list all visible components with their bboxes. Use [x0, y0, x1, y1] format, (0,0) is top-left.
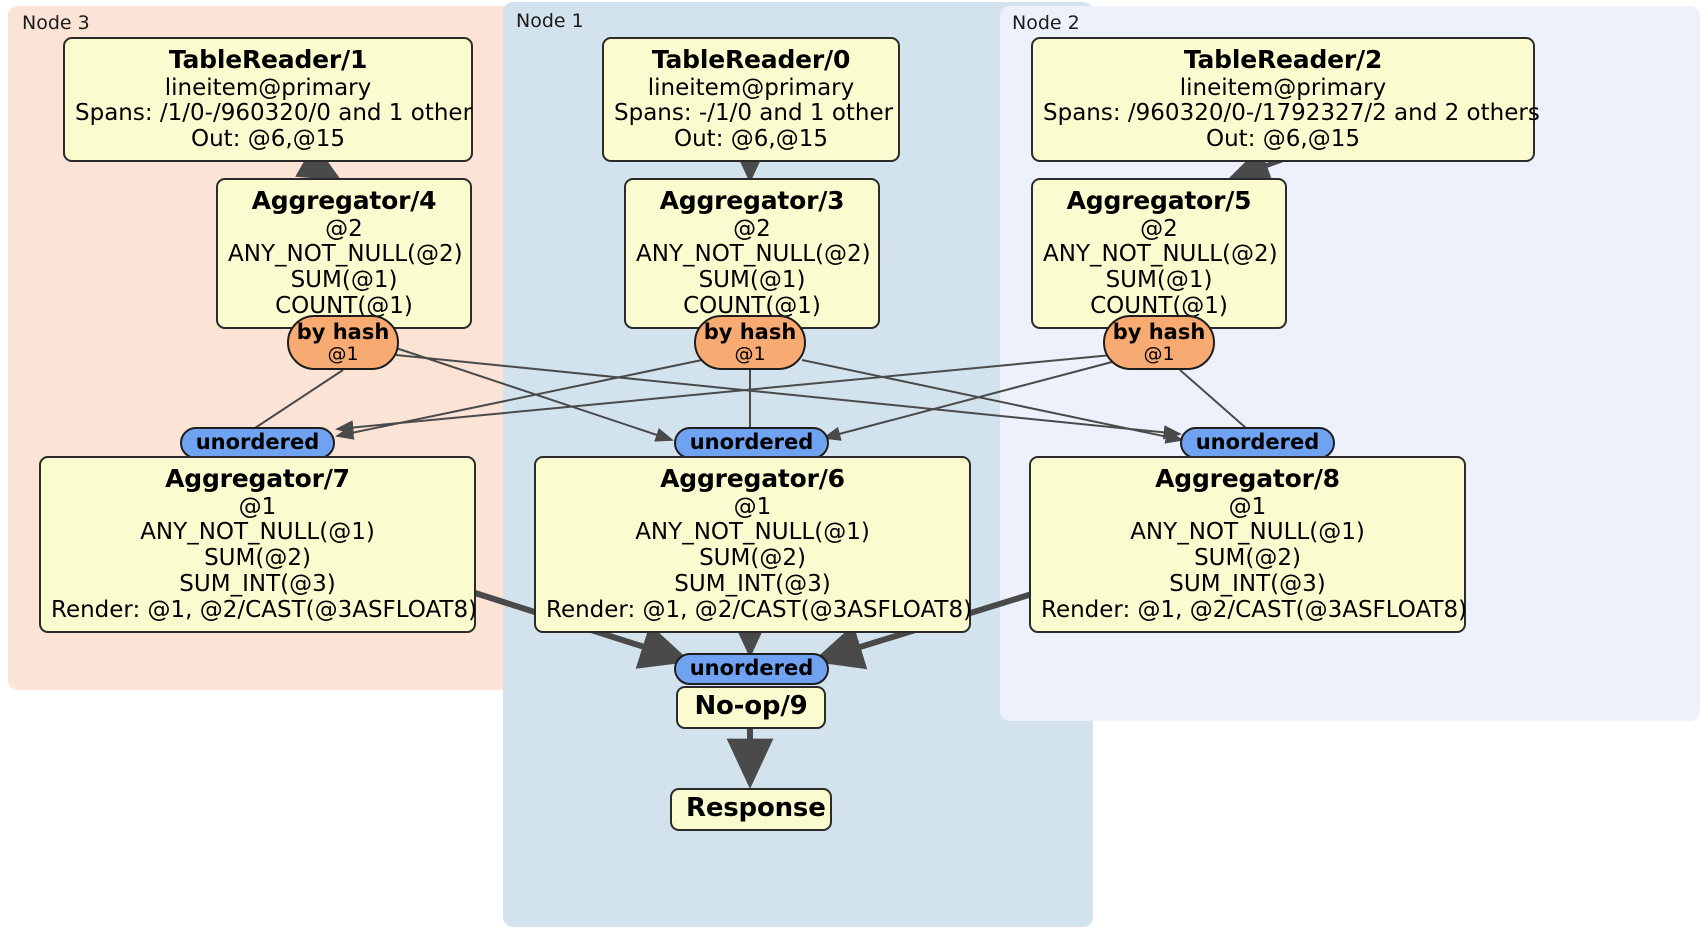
- node-label-node3: Node 3: [22, 12, 90, 34]
- processor-detail-agg1: ANY_NOT_NULL(@2): [228, 241, 463, 268]
- processor-detail-groupcols: @1: [238, 493, 277, 520]
- processor-detail-out: Out: @6,@15: [674, 126, 828, 153]
- node-label-node1: Node 1: [516, 10, 584, 32]
- processor-detail-spans: Spans: /960320/0-/1792327/2 and 2 others: [1043, 100, 1540, 127]
- processor-detail-groupcols: @2: [325, 215, 363, 242]
- node-label-node2: Node 2: [1012, 12, 1080, 34]
- router-title: by hash: [703, 320, 797, 344]
- processor-tablereader-2[interactable]: TableReader/2 lineitem@primary Spans: /9…: [1031, 37, 1540, 163]
- processor-title: Aggregator/7: [165, 464, 350, 493]
- router-by-hash-center[interactable]: by hash @1: [694, 315, 806, 370]
- processor-aggregator-8[interactable]: Aggregator/8 @1 ANY_NOT_NULL(@1) SUM(@2)…: [1029, 456, 1468, 634]
- processor-title: No-op/9: [694, 691, 808, 721]
- processor-title: Aggregator/8: [1155, 464, 1340, 493]
- processor-detail-render: Render: @1, @2/CAST(@3ASFLOAT8): [51, 597, 478, 624]
- processor-detail-agg1: ANY_NOT_NULL(@1): [635, 519, 870, 546]
- processor-title: Response: [686, 793, 826, 823]
- processor-title: TableReader/1: [168, 45, 368, 74]
- synchronizer-title: unordered: [689, 430, 814, 455]
- router-title: by hash: [296, 320, 390, 344]
- processor-detail-agg3: SUM_INT(@3): [1169, 571, 1326, 598]
- processor-detail-agg1: ANY_NOT_NULL(@1): [1130, 519, 1365, 546]
- processor-detail-groupcols: @2: [1140, 215, 1178, 242]
- processor-detail-agg3: SUM_INT(@3): [179, 571, 336, 598]
- processor-detail-table: lineitem@primary: [1179, 74, 1387, 101]
- processor-detail-agg2: SUM(@1): [1105, 267, 1213, 294]
- router-subtitle: @1: [1143, 343, 1175, 366]
- processor-detail-spans: Spans: -/1/0 and 1 other: [614, 100, 894, 127]
- router-subtitle: @1: [734, 343, 766, 366]
- router-title: by hash: [1112, 320, 1206, 344]
- processor-detail-agg1: ANY_NOT_NULL(@1): [140, 519, 375, 546]
- router-by-hash-left[interactable]: by hash @1: [287, 315, 399, 370]
- processor-detail-groupcols: @1: [1228, 493, 1267, 520]
- processor-detail-out: Out: @6,@15: [1206, 126, 1360, 153]
- processor-aggregator-5[interactable]: Aggregator/5 @2 ANY_NOT_NULL(@2) SUM(@1)…: [1031, 178, 1287, 330]
- processor-title: Aggregator/4: [251, 186, 437, 215]
- processor-aggregator-6[interactable]: Aggregator/6 @1 ANY_NOT_NULL(@1) SUM(@2)…: [534, 456, 973, 634]
- processor-title: TableReader/0: [651, 45, 851, 74]
- processor-detail-agg2: SUM(@1): [698, 267, 806, 294]
- processor-aggregator-3[interactable]: Aggregator/3 @2 ANY_NOT_NULL(@2) SUM(@1)…: [624, 178, 880, 330]
- processor-detail-render: Render: @1, @2/CAST(@3ASFLOAT8): [546, 597, 973, 624]
- processor-detail-groupcols: @2: [733, 215, 771, 242]
- processor-aggregator-4[interactable]: Aggregator/4 @2 ANY_NOT_NULL(@2) SUM(@1)…: [216, 178, 472, 330]
- processor-detail-agg1: ANY_NOT_NULL(@2): [636, 241, 871, 268]
- processor-title: TableReader/2: [1183, 45, 1383, 74]
- processor-tablereader-1[interactable]: TableReader/1 lineitem@primary Spans: /1…: [63, 37, 473, 163]
- processor-detail-agg2: SUM(@2): [699, 545, 806, 572]
- processor-response[interactable]: Response: [670, 788, 832, 831]
- processor-tablereader-0[interactable]: TableReader/0 lineitem@primary Spans: -/…: [602, 37, 900, 163]
- synchronizer-unordered-left[interactable]: unordered: [180, 427, 335, 459]
- processor-detail-agg1: ANY_NOT_NULL(@2): [1043, 241, 1278, 268]
- router-by-hash-right[interactable]: by hash @1: [1103, 315, 1215, 370]
- processor-aggregator-7[interactable]: Aggregator/7 @1 ANY_NOT_NULL(@1) SUM(@2)…: [39, 456, 478, 634]
- synchronizer-unordered-right[interactable]: unordered: [1180, 427, 1335, 459]
- processor-title: Aggregator/3: [659, 186, 845, 215]
- processor-detail-table: lineitem@primary: [164, 74, 372, 101]
- processor-detail-render: Render: @1, @2/CAST(@3ASFLOAT8): [1041, 597, 1468, 624]
- processor-noop-9[interactable]: No-op/9: [676, 686, 826, 729]
- processor-title: Aggregator/6: [660, 464, 845, 493]
- synchronizer-unordered-final[interactable]: unordered: [674, 653, 829, 685]
- processor-detail-out: Out: @6,@15: [191, 126, 345, 153]
- processor-detail-agg3: SUM_INT(@3): [674, 571, 831, 598]
- processor-title: Aggregator/5: [1066, 186, 1252, 215]
- processor-detail-table: lineitem@primary: [647, 74, 855, 101]
- synchronizer-title: unordered: [1195, 430, 1320, 455]
- processor-detail-agg2: SUM(@1): [290, 267, 398, 294]
- processor-detail-groupcols: @1: [733, 493, 772, 520]
- processor-detail-agg2: SUM(@2): [204, 545, 311, 572]
- processor-detail-spans: Spans: /1/0-/960320/0 and 1 other: [75, 100, 473, 127]
- synchronizer-title: unordered: [195, 430, 320, 455]
- synchronizer-unordered-center[interactable]: unordered: [674, 427, 829, 459]
- processor-detail-agg2: SUM(@2): [1194, 545, 1301, 572]
- router-subtitle: @1: [327, 343, 359, 366]
- synchronizer-title: unordered: [689, 656, 814, 681]
